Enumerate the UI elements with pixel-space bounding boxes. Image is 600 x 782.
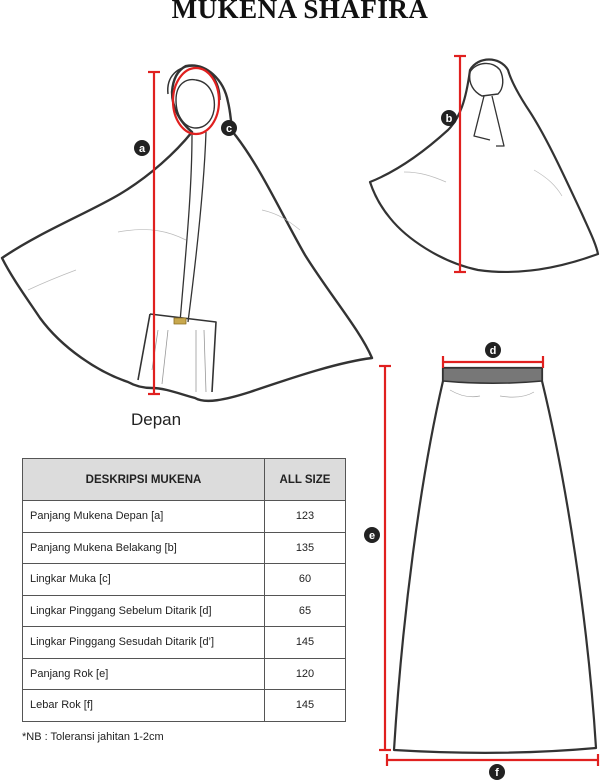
table-row: Panjang Rok [e]120 [22, 657, 346, 690]
back-mukena-drawing [368, 58, 600, 274]
page-title: MUKENA SHAFIRA [171, 0, 429, 24]
row-label: Lingkar Pinggang Sesudah Ditarik [d’] [22, 626, 265, 659]
svg-text:d: d [490, 345, 497, 357]
table-row: Lingkar Pinggang Sesudah Ditarik [d’]145 [22, 626, 346, 659]
row-value: 145 [264, 626, 346, 659]
marker-a: a [134, 140, 150, 156]
row-label: Lingkar Pinggang Sebelum Ditarik [d] [22, 594, 265, 627]
row-label: Panjang Mukena Depan [a] [22, 500, 265, 533]
skirt-waistband [442, 367, 543, 384]
table-row: Panjang Mukena Belakang [b]135 [22, 531, 346, 564]
marker-d: d [485, 342, 501, 358]
row-value: 120 [264, 657, 346, 690]
front-mukena-drawing [0, 64, 374, 403]
row-value: 145 [264, 689, 346, 722]
svg-text:b: b [446, 113, 453, 125]
table-row: Lingkar Pinggang Sebelum Ditarik [d]65 [22, 594, 346, 627]
row-value: 65 [264, 594, 346, 627]
row-label: Lebar Rok [f] [22, 689, 265, 722]
svg-text:a: a [139, 143, 146, 155]
row-value: 123 [264, 500, 346, 533]
marker-b: b [441, 110, 457, 126]
marker-c: c [221, 120, 237, 136]
face-measure-ring [171, 66, 221, 136]
skirt-drawing [392, 366, 598, 754]
table-header-description: DESKRIPSI MUKENA [22, 458, 265, 501]
table-header-row: DESKRIPSI MUKENA ALL SIZE [22, 458, 346, 501]
table-row: Panjang Mukena Depan [a]123 [22, 500, 346, 533]
svg-text:f: f [495, 767, 499, 779]
marker-e: e [364, 527, 380, 543]
marker-f: f [489, 764, 505, 780]
row-label: Panjang Rok [e] [22, 657, 265, 690]
table-row: Lingkar Muka [c]60 [22, 563, 346, 596]
table-row: Lebar Rok [f]145 [22, 689, 346, 722]
row-label: Lingkar Muka [c] [22, 563, 265, 596]
tolerance-note: *NB : Toleransi jahitan 1-2cm [22, 731, 164, 743]
row-label: Panjang Mukena Belakang [b] [22, 531, 265, 564]
size-table: DESKRIPSI MUKENA ALL SIZE Panjang Mukena… [22, 458, 346, 722]
row-value: 135 [264, 531, 346, 564]
svg-text:e: e [369, 530, 375, 542]
table-header-size: ALL SIZE [264, 458, 346, 501]
front-label: Depan [131, 410, 182, 429]
row-value: 60 [264, 563, 346, 596]
svg-text:c: c [226, 123, 232, 135]
